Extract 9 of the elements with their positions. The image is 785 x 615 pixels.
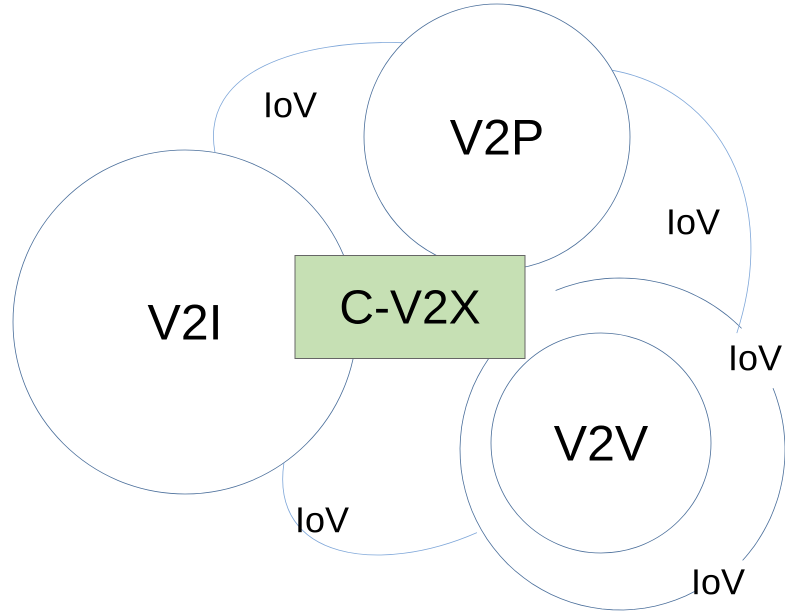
- edge-label: IoV: [669, 209, 720, 235]
- ring-label: IoV: [694, 569, 745, 595]
- arc-line: [282, 462, 478, 556]
- edge-label: IoV: [298, 507, 349, 533]
- arc-line: [612, 70, 752, 334]
- edge-label: IoV: [266, 92, 317, 118]
- arc-line: [213, 42, 404, 153]
- ring-label: IoV: [731, 345, 782, 371]
- process-box: C-V2X: [294, 255, 526, 359]
